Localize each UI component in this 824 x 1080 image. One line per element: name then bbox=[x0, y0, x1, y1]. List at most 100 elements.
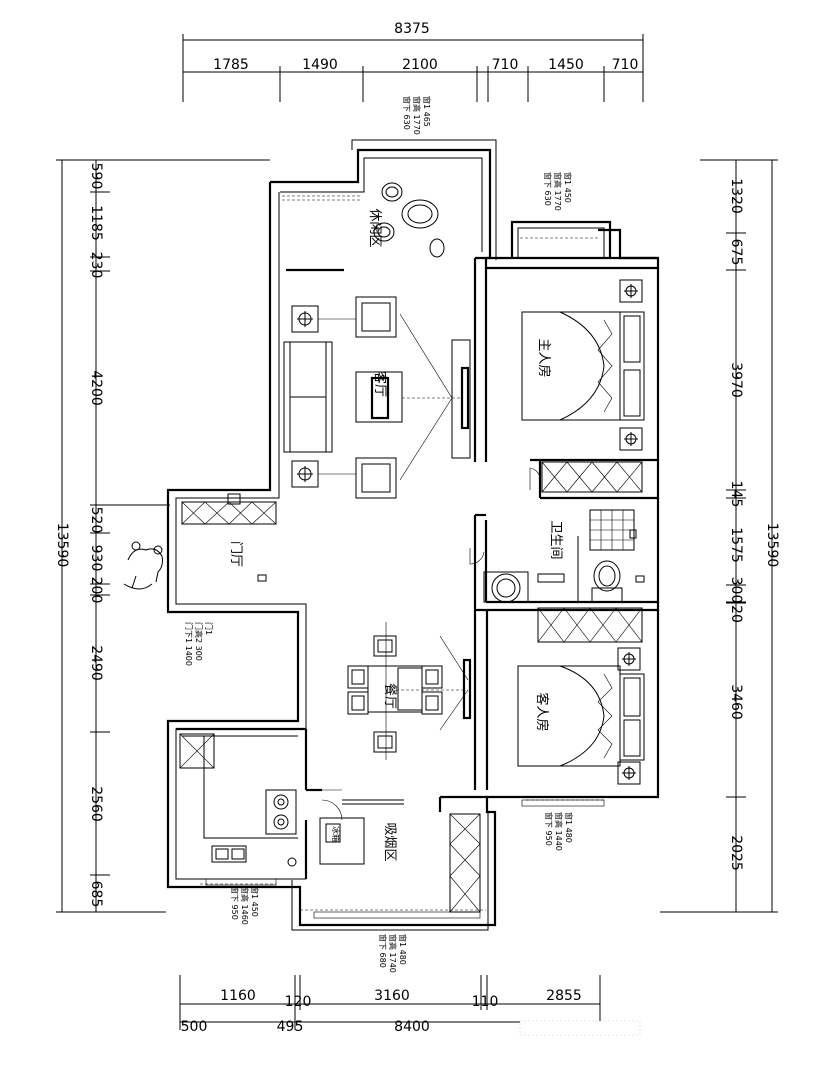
bottom-dimension-chain: 1160 120 3160 110 2855 500 495 8400 bbox=[179, 975, 641, 1036]
svg-text:窗1 450: 窗1 450 bbox=[250, 886, 260, 917]
nightstand bbox=[619, 279, 643, 303]
svg-text:窗下 950: 窗下 950 bbox=[544, 812, 554, 846]
living-room: 客厅 bbox=[283, 296, 471, 499]
armchair bbox=[355, 296, 397, 338]
right-dimension-9: 2025 bbox=[728, 835, 744, 871]
coffee-table bbox=[355, 371, 403, 423]
room-label-foyer: 门厅 bbox=[228, 541, 243, 567]
window-note-top-leisure: 窗1 465 窗高 1770 窗下 630 bbox=[402, 96, 432, 135]
side-table-lamp bbox=[291, 460, 319, 488]
svg-text:窗1 480: 窗1 480 bbox=[398, 934, 408, 965]
svg-text:窗下 950: 窗下 950 bbox=[230, 886, 240, 920]
storage-cabinet bbox=[449, 813, 481, 913]
right-dimension-4: 145 bbox=[728, 481, 744, 508]
door-swing bbox=[529, 467, 541, 490]
right-dimension-8: 3460 bbox=[728, 684, 744, 720]
towel-rack bbox=[537, 573, 565, 583]
window-note-guest: 窗1 480 窗高 1440 窗下 950 bbox=[544, 812, 574, 851]
svg-text:窗下 630: 窗下 630 bbox=[543, 172, 553, 206]
tv-cabinet bbox=[399, 313, 471, 481]
shoe-cabinet bbox=[181, 493, 277, 525]
left-dimension-8: 2490 bbox=[88, 645, 104, 681]
top-dimension-1: 1785 bbox=[213, 57, 249, 73]
dining-chair bbox=[373, 731, 397, 753]
left-dimension-6: 930 bbox=[88, 545, 104, 572]
foyer-door-note-2: 门高2 300 bbox=[194, 622, 204, 661]
right-dimension-2: 675 bbox=[728, 239, 744, 266]
svg-text:窗高 1770: 窗高 1770 bbox=[553, 172, 563, 211]
left-dimension-1: 590 bbox=[88, 163, 104, 190]
svg-text:窗高 1770: 窗高 1770 bbox=[412, 96, 422, 135]
room-label-master: 主人房 bbox=[536, 338, 552, 377]
top-dimension-6: 710 bbox=[612, 57, 639, 73]
nightstand bbox=[617, 761, 641, 785]
left-dimension-7: 200 bbox=[88, 577, 104, 604]
top-dimension-4: 710 bbox=[492, 57, 519, 73]
room-label-living: 客厅 bbox=[372, 371, 388, 397]
left-dimension-4: 4200 bbox=[88, 370, 104, 406]
bottom-dimension-3: 3160 bbox=[374, 988, 410, 1004]
bottom-dimension-8: 8400 bbox=[394, 1019, 430, 1035]
svg-text:窗1 480: 窗1 480 bbox=[564, 812, 574, 843]
bottom-dimension-6: 500 bbox=[181, 1019, 208, 1035]
top-dimension-3: 2100 bbox=[402, 57, 438, 73]
svg-text:窗高 1460: 窗高 1460 bbox=[240, 886, 250, 925]
dining-chair bbox=[421, 691, 443, 715]
wardrobe bbox=[541, 461, 643, 493]
foyer-door-note-3: 门下1 1400 bbox=[184, 622, 194, 666]
svg-text:窗下 680: 窗下 680 bbox=[378, 934, 388, 968]
armchair bbox=[355, 457, 397, 499]
master-bedroom: 主人房 bbox=[521, 279, 645, 493]
fridge: 冰箱 bbox=[319, 817, 365, 865]
svg-text:窗下 630: 窗下 630 bbox=[402, 96, 412, 130]
nightstand bbox=[617, 647, 641, 671]
top-dimension-2: 1490 bbox=[302, 57, 338, 73]
top-dimension-5: 1450 bbox=[548, 57, 584, 73]
washbasin bbox=[483, 571, 529, 603]
left-dimension-2: 1185 bbox=[88, 205, 104, 241]
bottom-dimension-4: 110 bbox=[472, 994, 499, 1010]
bottom-dimension-5: 2855 bbox=[546, 988, 582, 1004]
bottom-dimension-7: 495 bbox=[277, 1019, 304, 1035]
room-label-dining: 餐厅 bbox=[382, 683, 398, 709]
dining-chair bbox=[373, 635, 397, 657]
left-dimension-chain: 13590 590 1185 230 4200 520 930 200 2490… bbox=[54, 159, 270, 913]
top-total-dimension: 8375 bbox=[394, 21, 430, 37]
smoking-area: 冰箱 吸烟区 bbox=[319, 789, 481, 913]
exterior-walls bbox=[166, 139, 660, 931]
right-dimension-chain: 13590 1320 675 3970 145 1575 300 20 3460… bbox=[660, 159, 780, 913]
bed bbox=[517, 665, 621, 767]
dining-chair bbox=[347, 665, 369, 689]
right-dimension-6: 300 bbox=[728, 577, 744, 604]
guest-room: 客人房 bbox=[517, 607, 645, 785]
stove bbox=[265, 789, 297, 835]
room-label-leisure: 休闲区 bbox=[367, 208, 382, 247]
window-note-smoking: 窗1 480 窗高 1740 窗下 680 bbox=[378, 934, 408, 973]
svg-text:窗1 465: 窗1 465 bbox=[422, 96, 432, 127]
bottom-dimension-2: 120 bbox=[285, 994, 312, 1010]
foyer: 门厅 门1 门高2 300 门下1 1400 bbox=[123, 493, 277, 666]
shower-area bbox=[589, 509, 637, 551]
window-note-top-master: 窗1 450 窗高 1770 窗下 630 bbox=[543, 172, 573, 211]
bottom-dimension-1: 1160 bbox=[220, 988, 256, 1004]
leisure-area: 休闲区 bbox=[367, 182, 445, 258]
left-dimension-3: 230 bbox=[88, 252, 104, 279]
dining-chair bbox=[421, 665, 443, 689]
right-dimension-5: 1575 bbox=[728, 527, 744, 563]
door-swing bbox=[321, 789, 343, 821]
kitchen bbox=[179, 733, 404, 867]
nightstand bbox=[619, 427, 643, 451]
side-table-lamp bbox=[291, 305, 319, 333]
right-total-dimension: 13590 bbox=[764, 523, 780, 568]
svg-text:窗1 450: 窗1 450 bbox=[563, 172, 573, 203]
cabinet bbox=[179, 733, 215, 769]
svg-text:窗高 1440: 窗高 1440 bbox=[554, 812, 564, 851]
stone-decor bbox=[373, 182, 445, 258]
wardrobe bbox=[537, 607, 643, 643]
window-note-kitchen: 窗1 450 窗高 1460 窗下 950 bbox=[230, 886, 260, 925]
sink bbox=[211, 845, 247, 863]
right-dimension-3: 3970 bbox=[728, 362, 744, 398]
foyer-door-note-1: 门1 bbox=[204, 622, 214, 635]
toilet bbox=[591, 560, 623, 603]
right-dimension-1: 1320 bbox=[728, 178, 744, 214]
